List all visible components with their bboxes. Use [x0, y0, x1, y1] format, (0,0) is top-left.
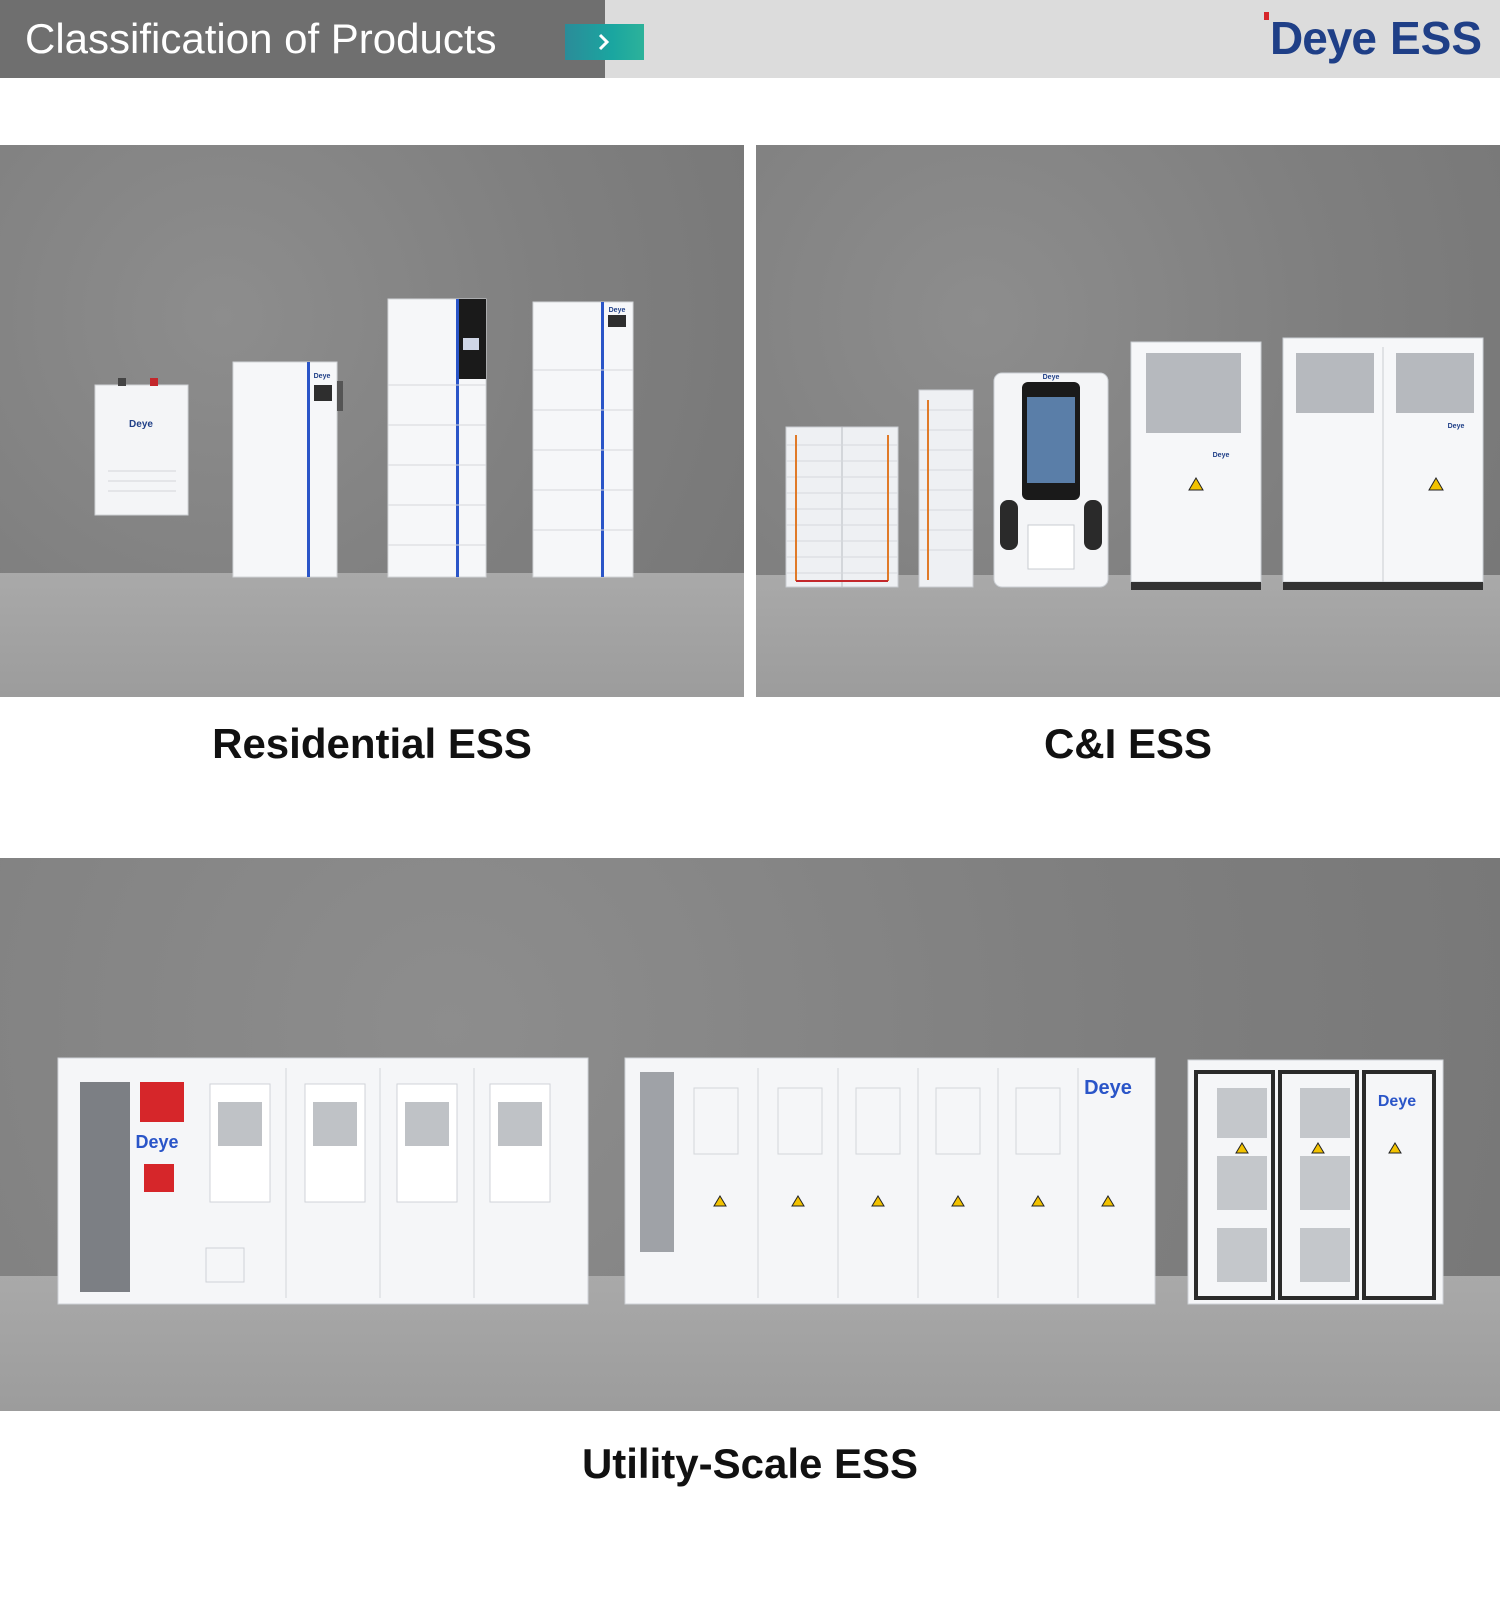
residential-ess-image: Deye Deye	[0, 145, 744, 697]
stacked-battery-tower	[387, 298, 487, 578]
battery-rack-double	[785, 426, 899, 588]
next-arrow-button[interactable]	[565, 24, 644, 60]
ci-products-illustration: Deye Deye Deye	[785, 337, 1484, 590]
logo-accent-mark	[1263, 12, 1269, 20]
warning-triangle-icon	[1188, 477, 1204, 491]
svg-text:Deye: Deye	[609, 307, 626, 314]
svg-text:Deye: Deye	[135, 1132, 178, 1152]
chevron-right-icon	[598, 33, 610, 51]
residential-ess-caption: Residential ESS	[212, 720, 532, 767]
stacked-battery-tower-2: Deye	[532, 301, 634, 578]
battery-container: Deye	[624, 1057, 1156, 1305]
wall-battery-unit: Deye	[94, 378, 189, 516]
svg-text:Deye: Deye	[129, 419, 153, 430]
warning-triangle-icon	[1428, 477, 1444, 491]
svg-text:Deye: Deye	[1378, 1093, 1416, 1110]
ci-ess-image: Deye Deye Deye	[756, 145, 1500, 697]
ev-charger-station: Deye	[993, 372, 1109, 588]
ci-ess-caption: C&I ESS	[1043, 720, 1213, 767]
svg-text:Deye: Deye	[314, 373, 331, 380]
battery-rack-single	[918, 389, 974, 588]
utility-ess-caption: Utility-Scale ESS	[581, 1440, 919, 1487]
svg-text:Deye: Deye	[1448, 423, 1465, 430]
brand-suffix: ESS	[1389, 12, 1482, 64]
small-battery-container: Deye	[1187, 1059, 1444, 1305]
section-title-block: Classification of Products	[0, 0, 605, 78]
brand-logo: Deye ESS	[1263, 12, 1482, 64]
pcs-container: Deye	[57, 1057, 589, 1305]
svg-text:Deye: Deye	[1043, 374, 1060, 381]
residential-products-illustration: Deye Deye	[94, 298, 634, 578]
floor-cabinet-battery: Deye	[232, 361, 343, 578]
brand-word: Deye	[1269, 12, 1377, 64]
warning-triangle-icon	[713, 1195, 1115, 1207]
outdoor-cabinet-double: Deye	[1282, 337, 1484, 590]
outdoor-cabinet: Deye	[1130, 341, 1262, 590]
utility-products-illustration: Deye	[57, 1057, 1444, 1305]
warning-triangle-icon	[1235, 1142, 1402, 1154]
svg-text:Deye: Deye	[1213, 452, 1230, 459]
header-bar: Classification of Products Deye ESS	[0, 0, 1500, 78]
page-title: Classification of Products	[25, 15, 497, 62]
utility-ess-image: Deye	[0, 858, 1500, 1411]
svg-text:Deye: Deye	[1084, 1077, 1132, 1099]
